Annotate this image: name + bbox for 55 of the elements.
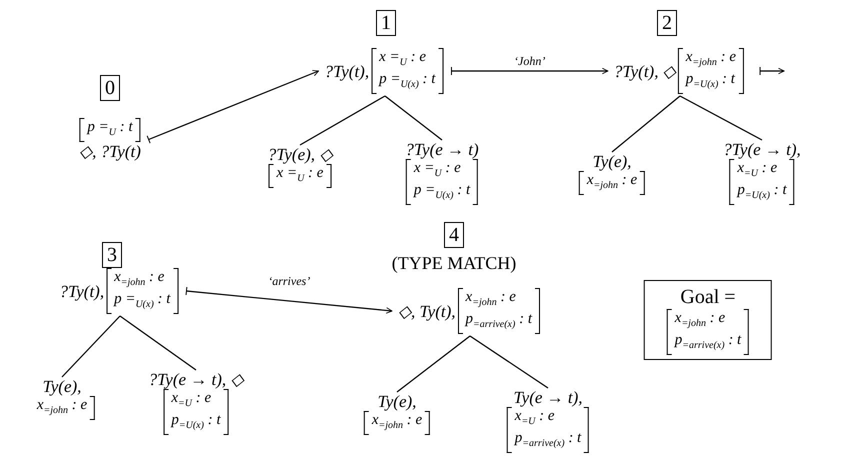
tree-branch-line	[470, 336, 548, 388]
tree-branch-line	[62, 316, 120, 378]
record-row-text: p$_{=U(x)}$ : t	[737, 182, 787, 203]
formula-text: Ty(e),	[592, 152, 632, 171]
transition-arrow	[146, 70, 319, 144]
record-row-text: p =$_{U}$ : t	[87, 119, 133, 140]
step-number: 1	[376, 10, 396, 36]
step-number: 3	[102, 242, 122, 268]
formula-text: ?Ty(e → t), ◇	[148, 370, 244, 389]
goal-label: Goal =	[680, 285, 736, 309]
record-row-text: p =$_{U(x)}$ : t	[379, 71, 436, 92]
record-row-text: p$_{=arrive(x)}$ : t	[466, 311, 532, 332]
record-row-text: p$_{=U(x)}$ : t	[171, 412, 221, 433]
formula-text: ?Ty(e → t)	[405, 140, 479, 159]
formula-text: ?Ty(e), ◇	[268, 145, 332, 164]
record-row-text: x =$_{U}$ : e	[379, 49, 427, 70]
formula-text: Ty(e → t),	[513, 388, 583, 407]
tree-branch-line	[120, 316, 196, 370]
record-row-text: x$_{=U}$ : e	[737, 160, 778, 181]
tree-branch-line	[396, 336, 470, 392]
record-row-text: p$_{=U(x)}$ : t	[686, 71, 736, 92]
formula-text: Ty(e),	[42, 377, 82, 396]
record-row-text: p =$_{U(x)}$ : t	[414, 182, 470, 203]
transition-arrow	[450, 66, 608, 76]
record-row-text: x$_{=john}$ : e	[372, 412, 422, 433]
record-row-text: x$_{=U}$ : e	[514, 408, 556, 429]
record-row-text: p$_{=arrive(x)}$ : t	[674, 332, 742, 353]
formula-text: ◇, ?Ty(t)	[79, 142, 141, 161]
annotation-text: (TYPE MATCH)	[392, 252, 516, 275]
record-row-text: x$_{=john}$ : e	[466, 289, 517, 310]
tree-branch-line	[612, 96, 680, 152]
record-row-text: x$_{=john}$ : e	[36, 397, 88, 418]
record-row-text: p =$_{U(x)}$ : t	[114, 291, 170, 312]
formula-text: ◇, Ty(t),	[398, 302, 456, 320]
formula-text: ?Ty(t),	[60, 282, 104, 300]
record-row-text: x$_{=john}$ : e	[114, 269, 166, 290]
record-row-text: x =$_{U}$ : e	[414, 160, 462, 181]
record-row-text: x$_{=john}$ : e	[586, 172, 638, 193]
record-row-text: x$_{=U}$ : e	[171, 390, 212, 411]
formula-text: ?Ty(e → t),	[723, 140, 801, 159]
record-row-text: x$_{=john}$ : e	[686, 49, 736, 70]
formula-text: ?Ty(t),	[324, 62, 370, 80]
formula-text: Ty(e),	[378, 392, 416, 411]
step-number: 0	[100, 75, 120, 101]
formula-text: ?Ty(t), ◇	[614, 62, 676, 80]
record-row-text: p$_{=arrive(x)}$ : t	[514, 430, 582, 451]
transition-arrow	[186, 286, 392, 314]
transition-arrow	[760, 66, 784, 76]
record-row-text: x =$_{U}$ : e	[276, 165, 324, 186]
tree-branch-line	[680, 95, 762, 141]
step-number: 2	[657, 10, 677, 36]
record-row-text: x$_{=john}$ : e	[674, 310, 726, 331]
goal-box	[644, 280, 772, 360]
tree-branch-line	[300, 95, 386, 146]
tree-branch-line	[384, 96, 442, 140]
